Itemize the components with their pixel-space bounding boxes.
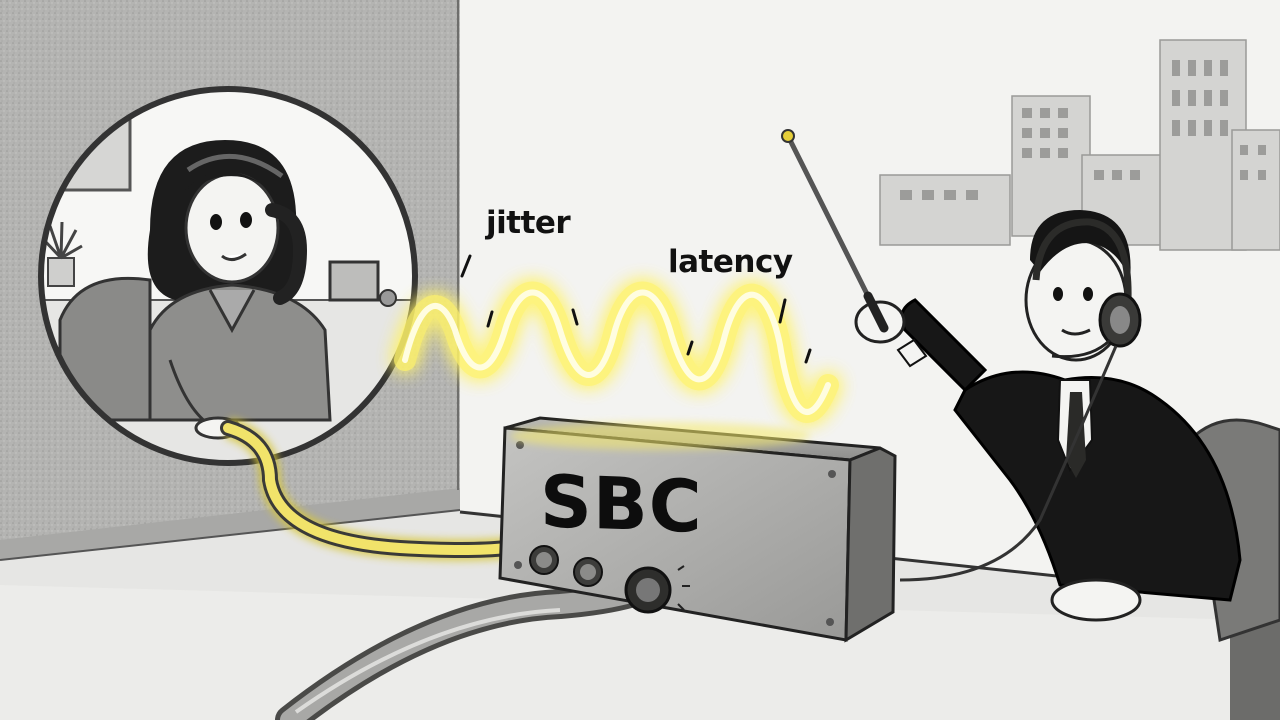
sbc-device-label: SBC xyxy=(540,459,703,549)
operator xyxy=(781,129,1280,642)
signal-wave xyxy=(394,281,839,450)
phone-call-window xyxy=(38,86,418,466)
annotation-ticks xyxy=(460,254,812,364)
cable-connector xyxy=(624,565,690,614)
city-skyline xyxy=(879,39,1280,251)
knob-middle xyxy=(573,557,603,587)
yellow-cable xyxy=(220,417,514,561)
jitter-label: jitter xyxy=(486,205,571,241)
knob-left xyxy=(529,545,559,575)
latency-label: latency xyxy=(668,244,793,280)
